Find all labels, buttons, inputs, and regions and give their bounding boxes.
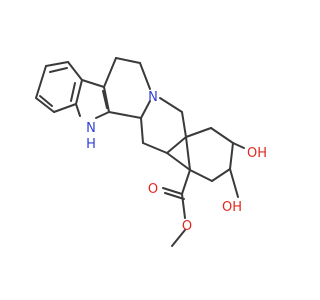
bond	[49, 67, 68, 73]
bond	[211, 168, 231, 182]
bond	[164, 192, 185, 200]
bond	[103, 86, 110, 113]
bond	[181, 169, 191, 195]
bond	[229, 142, 234, 170]
bond	[189, 169, 213, 182]
bond	[103, 57, 117, 88]
molecule-structure: N H N OH OH O O	[35, 57, 267, 247]
structure-canvas: N H N OH OH O O	[35, 57, 267, 247]
bond	[185, 127, 212, 138]
bond	[75, 79, 83, 105]
bond	[95, 111, 110, 119]
bond	[53, 103, 77, 113]
bond	[35, 97, 55, 113]
bond	[181, 111, 187, 138]
bond	[35, 65, 47, 99]
atom-OH-lower: OH	[222, 200, 242, 215]
bond	[140, 117, 144, 144]
bond	[171, 229, 186, 247]
bond	[75, 103, 81, 117]
bond	[232, 142, 245, 149]
bond	[229, 168, 239, 198]
bond	[210, 127, 234, 144]
atom-NH: N H	[86, 121, 96, 152]
bond	[140, 100, 151, 119]
bond	[70, 82, 76, 102]
bond	[67, 61, 83, 81]
bond	[45, 61, 69, 67]
bond	[139, 62, 151, 90]
bond	[102, 90, 108, 109]
bond	[166, 152, 191, 171]
atom-O-ester: O	[182, 219, 192, 234]
atom-NH-hydrogen: H	[86, 137, 96, 152]
bond	[159, 97, 183, 113]
bond	[115, 57, 141, 64]
bond	[108, 111, 142, 119]
bond	[142, 142, 168, 154]
atom-OH-upper: OH	[247, 146, 267, 161]
atom-N: N	[148, 90, 158, 105]
bond	[81, 79, 105, 88]
atom-O-carbonyl: O	[148, 182, 158, 197]
bond-lines	[35, 57, 245, 247]
bond	[166, 136, 187, 154]
atom-NH-symbol: N	[86, 121, 96, 136]
bond	[39, 95, 53, 107]
bond	[185, 136, 191, 171]
bond	[162, 187, 183, 195]
bond	[181, 193, 186, 219]
